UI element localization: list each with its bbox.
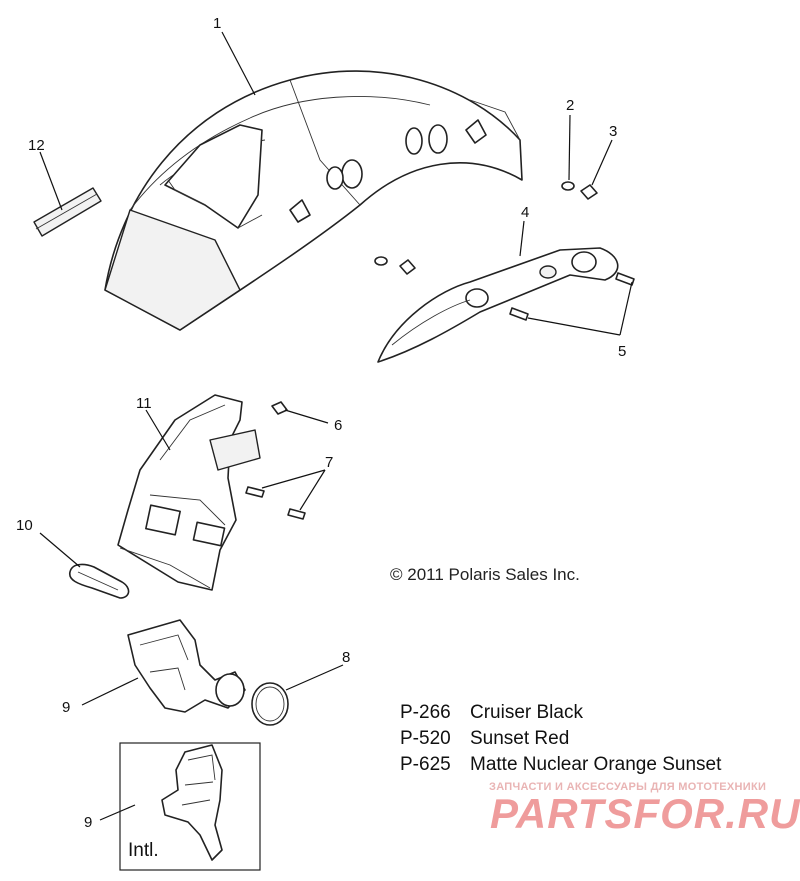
callout-7: 7 — [325, 454, 333, 471]
copyright-notice: © 2011 Polaris Sales Inc. — [390, 565, 580, 584]
watermark-logo: PARTSFOR.RU — [490, 790, 800, 837]
intl-inset-label: Intl. — [128, 840, 159, 861]
round-reflector — [251, 682, 289, 726]
callout-11: 11 — [136, 395, 152, 412]
reflector — [68, 563, 130, 599]
callout-8: 8 — [342, 649, 350, 666]
strut-bolt-right — [615, 272, 635, 286]
trim-strip — [33, 187, 102, 237]
fender-strut — [377, 247, 619, 363]
color-name: Matte Nuclear Orange Sunset — [470, 754, 722, 775]
color-name: Cruiser Black — [470, 702, 583, 723]
screw-lower — [399, 259, 416, 275]
callout-5: 5 — [618, 343, 626, 360]
bracket-bolt-upper — [245, 486, 265, 498]
callout-2: 2 — [566, 97, 574, 114]
color-code-row: P-625 Matte Nuclear Orange Sunset — [400, 752, 721, 778]
callout-9-intl: 9 — [84, 814, 92, 831]
bracket-nut — [271, 401, 288, 415]
color-name: Sunset Red — [470, 728, 570, 749]
strut-bolt-left — [509, 307, 529, 321]
callout-9: 9 — [62, 699, 70, 716]
callout-3: 3 — [609, 123, 617, 140]
color-code-row: P-520 Sunset Red — [400, 726, 721, 752]
callout-12: 12 — [28, 137, 45, 154]
color-code-list: P-266 Cruiser Black P-520 Sunset Red P-625… — [400, 700, 721, 778]
washer-lower — [374, 256, 388, 266]
screw-upper — [580, 184, 598, 200]
washer-upper — [561, 181, 575, 191]
callout-10: 10 — [16, 517, 33, 534]
intl-inset — [119, 742, 261, 871]
color-code-row: P-266 Cruiser Black — [400, 700, 721, 726]
color-code: P-625 — [400, 754, 451, 775]
color-code: P-520 — [400, 728, 451, 749]
bracket-bolt-lower — [287, 508, 306, 520]
mounting-bracket — [127, 619, 246, 713]
watermark-tagline: ЗАПЧАСТИ И АКСЕССУАРЫ ДЛЯ МОТОТЕХНИКИ — [489, 781, 767, 793]
color-code: P-266 — [400, 702, 451, 723]
leader-lines — [39, 31, 633, 821]
callout-4: 4 — [521, 204, 529, 221]
callout-6: 6 — [334, 417, 342, 434]
license-bracket — [117, 394, 261, 591]
callout-1: 1 — [213, 15, 221, 32]
rear-fender — [104, 70, 523, 331]
